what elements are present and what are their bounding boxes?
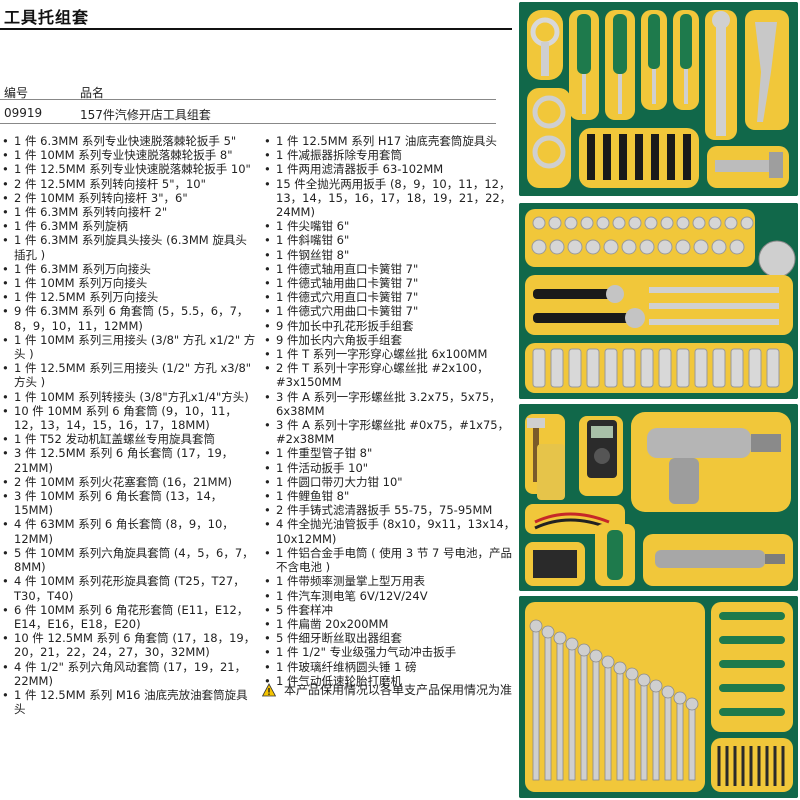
list-item: 1 件 6.3MM 系列旋柄: [0, 219, 258, 233]
list-item: 4 件 10MM 系列花形旋具套筒 (T25，T27，T30，T40): [0, 574, 258, 602]
list-item: 9 件 6.3MM 系列 6 角套筒 (5，5.5，6，7，8，9，10，11，…: [0, 304, 258, 332]
list-item: 3 件 12.5MM 系列 6 角长套筒 (17，19，21MM): [0, 446, 258, 474]
tray-photo-hand-tools: [519, 2, 798, 196]
list-item: 1 件鲤鱼钳 8": [262, 489, 516, 503]
list-item: 9 件加长内六角扳手组套: [262, 333, 516, 347]
tray-sockets-image: [519, 203, 798, 399]
list-item: 4 件 1/2" 系列六角风动套筒 (17，19，21，22MM): [0, 660, 258, 688]
list-item: 1 件重型管子钳 8": [262, 446, 516, 460]
list-item: 5 件细牙断丝取出器组套: [262, 631, 516, 645]
tray-photo-power-tools: [519, 404, 798, 591]
list-item: 1 件钢丝钳 8": [262, 248, 516, 262]
table-header: 编号 品名: [0, 82, 496, 100]
list-item: 3 件 A 系列一字形螺丝批 3.2x75，5x75，6x38MM: [262, 390, 516, 418]
tray-power-tools-image: [519, 404, 798, 591]
list-item: 10 件 10MM 系列 6 角套筒 (9，10，11，12，13，14，15，…: [0, 404, 258, 432]
list-item: 2 件手铸式滤清器扳手 55-75，75-95MM: [262, 503, 516, 517]
list-item: 1 件扁凿 20x200MM: [262, 617, 516, 631]
list-item: 1 件德式穴用曲口卡簧钳 7": [262, 304, 516, 318]
list-item: 4 件 63MM 系列 6 角长套筒 (8，9，10，12MM): [0, 517, 258, 545]
list-item: 9 件加长中孔花形扳手组套: [262, 319, 516, 333]
header-name: 品名: [80, 86, 105, 100]
list-item: 1 件 T52 发动机缸盖螺丝专用旋具套筒: [0, 432, 258, 446]
tray-photo-sockets: [519, 203, 798, 399]
item-list-left: 1 件 6.3MM 系列专业快速脱落棘轮扳手 5"1 件 10MM 系列专业快速…: [0, 134, 258, 716]
tray-hand-tools-image: [519, 2, 798, 196]
list-item: 1 件 12.5MM 系列万向接头: [0, 290, 258, 304]
list-item: 1 件玻璃纤维柄圆头锤 1 磅: [262, 660, 516, 674]
list-item: 1 件气动低速轮胎打磨机: [262, 674, 516, 688]
list-item: 2 件 T 系列十字形穿心螺丝批 #2x100，#3x150MM: [262, 361, 516, 389]
page-title: 工具托组套: [4, 8, 90, 27]
table-row: 09919 157件汽修开店工具组套: [0, 104, 496, 124]
list-item: 1 件 12.5MM 系列专业快速脱落棘轮扳手 10": [0, 162, 258, 176]
list-item: 2 件 10MM 系列火花塞套筒 (16，21MM): [0, 475, 258, 489]
header-code: 编号: [4, 86, 29, 100]
list-item: 1 件德式穴用直口卡簧钳 7": [262, 290, 516, 304]
list-item: 1 件 12.5MM 系列 M16 油底壳放油套筒旋具头: [0, 688, 258, 716]
list-item: 1 件两用滤清器扳手 63-102MM: [262, 162, 516, 176]
list-item: 1 件德式轴用曲口卡簧钳 7": [262, 276, 516, 290]
list-item: 3 件 10MM 系列 6 角长套筒 (13，14，15MM): [0, 489, 258, 517]
note-text: 本产品保用情况以各单支产品保用情况为准: [284, 683, 513, 697]
list-item: 1 件带频率测量掌上型万用表: [262, 574, 516, 588]
list-item: 1 件 10MM 系列万向接头: [0, 276, 258, 290]
list-item: 4 件全抛光油管扳手 (8x10，9x11，13x14，10x12MM): [262, 517, 516, 545]
list-item: 1 件铝合金手电筒 ( 使用 3 节 7 号电池，产品不含电池 ): [262, 546, 516, 574]
product-name: 157件汽修开店工具组套: [80, 108, 211, 122]
product-code: 09919: [4, 106, 43, 120]
list-item: 15 件全抛光两用扳手 (8，9，10，11，12，13，14，15，16，17…: [262, 177, 516, 220]
list-item: 1 件 6.3MM 系列万向接头: [0, 262, 258, 276]
list-item: 6 件 10MM 系列 6 角花形套筒 (E11，E12，E14，E16，E18…: [0, 603, 258, 631]
list-item: 5 件 10MM 系列六角旋具套筒 (4，5，6，7，8MM): [0, 546, 258, 574]
list-item: 5 件套样冲: [262, 603, 516, 617]
list-item: 1 件 12.5MM 系列三用接头 (1/2" 方孔 x3/8" 方头 ): [0, 361, 258, 389]
list-item: 1 件汽车测电笔 6V/12V/24V: [262, 589, 516, 603]
warning-icon: [262, 683, 276, 697]
list-item: 1 件 T 系列一字形穿心螺丝批 6x100MM: [262, 347, 516, 361]
list-item: 1 件德式轴用直口卡簧钳 7": [262, 262, 516, 276]
list-item: 1 件圆口带刃大力钳 10": [262, 475, 516, 489]
list-item: 1 件 6.3MM 系列转向接杆 2": [0, 205, 258, 219]
list-item: 1 件 10MM 系列三用接头 (3/8" 方孔 x1/2" 方头 ): [0, 333, 258, 361]
list-item: 2 件 10MM 系列转向接杆 3"，6": [0, 191, 258, 205]
list-item: 10 件 12.5MM 系列 6 角套筒 (17，18，19，20，21，22，…: [0, 631, 258, 659]
list-item: 1 件 6.3MM 系列专业快速脱落棘轮扳手 5": [0, 134, 258, 148]
list-item: 1 件 1/2" 专业级强力气动冲击扳手: [262, 645, 516, 659]
list-item: 2 件 12.5MM 系列转向接杆 5"，10": [0, 177, 258, 191]
list-item: 1 件 10MM 系列转接头 (3/8"方孔x1/4"方头): [0, 390, 258, 404]
title-rule: [0, 28, 512, 30]
tray-photo-wrenches-pliers: [519, 596, 798, 798]
list-item: 1 件尖嘴钳 6": [262, 219, 516, 233]
list-item: 1 件 12.5MM 系列 H17 油底壳套筒旋具头: [262, 134, 516, 148]
item-list-right: 1 件 12.5MM 系列 H17 油底壳套筒旋具头1 件减振器拆除专用套筒1 …: [262, 134, 516, 688]
list-item: 1 件 10MM 系列专业快速脱落棘轮扳手 8": [0, 148, 258, 162]
tray-wrenches-pliers-image: [519, 596, 798, 798]
list-item: 1 件减振器拆除专用套筒: [262, 148, 516, 162]
list-item: 1 件斜嘴钳 6": [262, 233, 516, 247]
list-item: 1 件 6.3MM 系列旋具头接头 (6.3MM 旋具头插孔 ): [0, 233, 258, 261]
list-item: 3 件 A 系列十字形螺丝批 #0x75，#1x75，#2x38MM: [262, 418, 516, 446]
list-item: 1 件活动扳手 10": [262, 461, 516, 475]
warranty-note: 本产品保用情况以各单支产品保用情况为准: [262, 681, 516, 699]
